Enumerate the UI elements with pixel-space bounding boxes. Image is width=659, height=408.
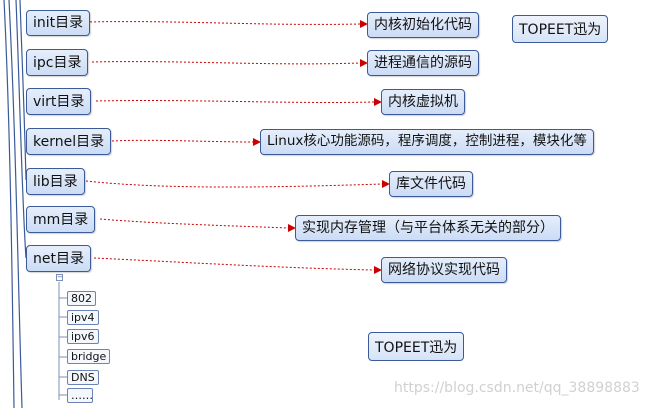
collapse-toggle-icon[interactable]: − — [56, 273, 63, 281]
connector-virt — [95, 100, 375, 103]
tree-trunk-line — [3, 0, 15, 408]
arrowhead — [374, 98, 382, 106]
connector-ipc — [91, 61, 361, 65]
desc-node-mm[interactable]: 实现内存管理（与平台体系无关的部分） — [295, 215, 561, 241]
desc-node-virt[interactable]: 内核虚拟机 — [381, 89, 465, 115]
net-child-ipv4[interactable]: ipv4 — [67, 310, 99, 325]
brand-label-bottom: TOPEET迅为 — [368, 332, 465, 361]
net-child-more[interactable]: …… — [67, 388, 93, 403]
connector-net — [93, 257, 375, 271]
arrowhead — [360, 20, 368, 28]
net-child-dns[interactable]: DNS — [67, 370, 99, 385]
brand-label-top: TOPEET迅为 — [512, 15, 609, 43]
dir-node-virt[interactable]: virt目录 — [26, 88, 92, 115]
net-child-802[interactable]: 802 — [67, 291, 96, 306]
desc-node-init[interactable]: 内核初始化代码 — [367, 12, 479, 38]
desc-node-net[interactable]: 网络协议实现代码 — [381, 257, 507, 283]
connector-lib — [85, 180, 383, 188]
desc-node-lib[interactable]: 库文件代码 — [389, 171, 473, 197]
connector-kernel — [111, 139, 254, 143]
net-child-bridge[interactable]: bridge — [67, 349, 111, 364]
watermark-text: https://blog.csdn.net/qq_38898883 — [394, 380, 640, 396]
net-child-ipv6[interactable]: ipv6 — [67, 329, 99, 344]
arrowhead — [253, 138, 261, 146]
arrowhead — [288, 224, 296, 232]
arrowhead — [360, 59, 368, 67]
desc-node-kernel[interactable]: Linux核心功能源码，程序调度，控制进程，模块化等 — [260, 129, 594, 155]
desc-node-ipc[interactable]: 进程通信的源码 — [367, 50, 479, 76]
connector-init — [85, 21, 361, 25]
connector-mm — [99, 218, 289, 229]
dir-node-init[interactable]: init目录 — [26, 10, 91, 36]
arrowhead — [382, 180, 390, 188]
arrowhead — [374, 266, 382, 274]
tree-trunk-line — [19, 0, 27, 181]
dir-node-kernel[interactable]: kernel目录 — [26, 128, 112, 155]
tree-trunk-line — [8, 0, 23, 408]
dir-node-ipc[interactable]: ipc目录 — [26, 49, 89, 76]
dir-node-lib[interactable]: lib目录 — [26, 168, 85, 195]
dir-node-net[interactable]: net目录 — [26, 245, 91, 272]
tree-trunk-line — [15, 0, 27, 259]
dir-node-mm[interactable]: mm目录 — [26, 206, 96, 233]
